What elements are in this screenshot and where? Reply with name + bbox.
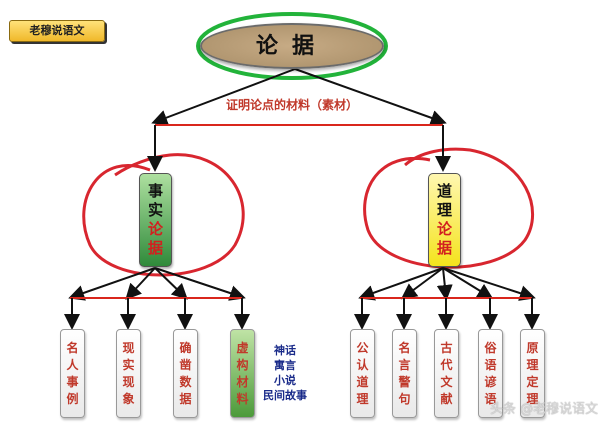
fiction-example: 神话 <box>274 344 296 357</box>
leaf-famous-examples: 名人事例 <box>60 329 85 418</box>
leaf-proverbs: 俗语谚语 <box>478 329 503 418</box>
right-fan <box>354 267 540 330</box>
highlight-green-ellipse <box>196 12 388 80</box>
node-reasoning-label-top: 道理 <box>436 182 452 219</box>
leaf-real-phenomena: 现实现象 <box>116 329 141 418</box>
highlight-red-circle-right <box>363 147 535 269</box>
fiction-example: 寓言 <box>274 359 296 372</box>
node-fact-evidence: 事实 论据 <box>139 173 172 267</box>
leaf-solid-data: 确凿数据 <box>173 329 198 418</box>
leaf-principles-theorems: 原理定理 <box>520 329 545 418</box>
author-badge: 老穆说语文 <box>9 20 105 42</box>
fiction-example: 民间故事 <box>263 389 307 402</box>
leaf-accepted-truths: 公认道理 <box>350 329 375 418</box>
watermark: 头条 @老穆说语文 <box>490 402 598 417</box>
node-fact-label-bottom: 论据 <box>147 220 163 257</box>
highlight-red-circle-left <box>82 153 245 277</box>
leaf-famous-quotes: 名言警句 <box>392 329 417 418</box>
node-reasoning-label-bottom: 论据 <box>436 220 452 257</box>
node-reasoning-evidence: 道理 论据 <box>428 173 461 267</box>
root-caption: 证明论点的材料（素材） <box>226 98 359 112</box>
fiction-example: 小说 <box>274 374 296 387</box>
leaf-fictional-material: 虚构材料 <box>230 329 255 418</box>
root-node-evidence: 论据 <box>200 23 384 69</box>
left-fan <box>64 267 250 330</box>
fiction-examples-list: 神话 寓言 小说 民间故事 <box>256 343 314 403</box>
leaf-ancient-texts: 古代文献 <box>434 329 459 418</box>
node-fact-label-top: 事实 <box>147 182 163 219</box>
